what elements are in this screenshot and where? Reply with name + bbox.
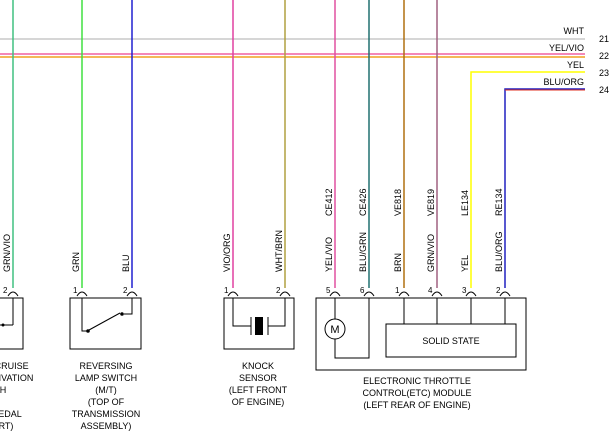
knock-sensor: VIO/ORG WHT/BRN 1 2 KNOCK SENSOR (LEFT F… bbox=[222, 0, 295, 407]
bus-num-2: 23 bbox=[599, 68, 609, 78]
solid-state-box bbox=[385, 323, 517, 358]
etc-caption-1: CONTROL(ETC) MODULE bbox=[362, 388, 471, 398]
knock-connector-2 bbox=[279, 291, 291, 297]
solid-state-label: SOLID STATE bbox=[422, 336, 479, 346]
etc-motor-lead-bottom bbox=[334, 298, 370, 359]
knock-lead-right bbox=[268, 298, 286, 327]
bus-num-3: 24 bbox=[599, 85, 609, 95]
knock-connector-1 bbox=[227, 291, 239, 297]
etc-pin-2: 6 bbox=[360, 286, 365, 295]
etc-connector-4 bbox=[431, 291, 443, 297]
reversing-connector-1 bbox=[76, 291, 88, 297]
bus-num-1: 22 bbox=[599, 51, 609, 61]
bus-line-yel bbox=[470, 71, 585, 288]
bus-num-0: 21 bbox=[599, 34, 609, 44]
knock-wire-label-2: WHT/BRN bbox=[274, 230, 284, 272]
etc-pin-4: 4 bbox=[428, 286, 433, 295]
reversing-wire-label-1: GRN bbox=[71, 252, 81, 272]
etc-pin-3: 1 bbox=[395, 286, 400, 295]
bus-label-2: YEL bbox=[567, 60, 584, 70]
cruise-caption-1: CTIVATION bbox=[0, 373, 33, 383]
knock-lead-left bbox=[232, 298, 251, 327]
cruise-caption-0: L CRUISE bbox=[0, 361, 29, 371]
bus-label-3: BLU/ORG bbox=[543, 77, 584, 87]
reversing-caption-1: LAMP SWITCH bbox=[75, 373, 137, 383]
cruise-caption-5: RT) bbox=[0, 421, 13, 431]
reversing-switch-dot-right bbox=[120, 312, 124, 316]
knock-caption-2: (LEFT FRONT bbox=[229, 385, 288, 395]
reversing-box bbox=[69, 297, 142, 350]
reversing-caption-0: REVERSING bbox=[79, 361, 132, 371]
etc-connector-3 bbox=[398, 291, 410, 297]
reversing-pin-1: 1 bbox=[73, 286, 78, 295]
etc-wire-label-6: BLU/ORG bbox=[494, 231, 504, 272]
reversing-connector-2 bbox=[126, 291, 138, 297]
reversing-pin-2: 2 bbox=[123, 286, 128, 295]
etc-circuit-2: CE426 bbox=[358, 188, 368, 216]
bus-line-blu-org bbox=[504, 88, 585, 288]
reversing-caption-3: (TOP OF bbox=[88, 397, 125, 407]
reversing-switch-right bbox=[124, 298, 133, 315]
etc-circuit-6: RE134 bbox=[494, 188, 504, 216]
etc-box bbox=[315, 297, 527, 371]
etc-circuit-3: VE818 bbox=[393, 189, 403, 216]
reversing-caption-4: TRANSMISSION bbox=[72, 409, 141, 419]
reversing-switch-blade bbox=[88, 312, 121, 331]
knock-box bbox=[223, 297, 295, 350]
cruise-wire-label: GRN/VIO bbox=[2, 234, 12, 272]
etc-wire-label-1: YEL/VIO bbox=[324, 237, 334, 272]
etc-wire-label-2: BLU/GRN bbox=[358, 232, 368, 272]
etc-module: CE412 CE426 VE818 VE819 LE134 RE134 YEL/… bbox=[315, 0, 527, 410]
etc-circuit-4: VE819 bbox=[426, 189, 436, 216]
knock-pin-1: 1 bbox=[224, 286, 229, 295]
cruise-caption-4: EDAL bbox=[0, 409, 22, 419]
reversing-switch-left bbox=[81, 298, 87, 332]
etc-circuit-5: LE134 bbox=[460, 190, 470, 216]
knock-caption-0: KNOCK bbox=[242, 361, 274, 371]
reversing-lamp-switch: GRN BLU 1 2 REVERSING LAMP SWITCH (M/T) … bbox=[69, 0, 142, 431]
etc-wire-label-3: BRN bbox=[393, 253, 403, 272]
etc-pin-5: 3 bbox=[462, 286, 467, 295]
cruise-caption-2: H bbox=[0, 385, 6, 395]
cruise-connector bbox=[7, 291, 19, 297]
cruise-switch: GRN/VIO 2 L CRUISE CTIVATION H EDAL RT) bbox=[0, 0, 33, 431]
cruise-contact-dot bbox=[1, 323, 5, 327]
etc-pin-6: 2 bbox=[496, 286, 501, 295]
etc-circuit-1: CE412 bbox=[324, 188, 334, 216]
reversing-wire-label-2: BLU bbox=[121, 254, 131, 272]
etc-pin-1: 5 bbox=[326, 286, 331, 295]
reversing-caption-5: ASSEMBLY) bbox=[81, 421, 132, 431]
bus-label-1: YEL/VIO bbox=[549, 43, 584, 53]
etc-wire-label-4: GRN/VIO bbox=[426, 234, 436, 272]
bus-label-0: WHT bbox=[564, 26, 585, 36]
knock-caption-1: SENSOR bbox=[239, 373, 278, 383]
knock-crystal bbox=[255, 317, 263, 335]
reversing-caption-2: (M/T) bbox=[95, 385, 117, 395]
etc-caption-2: (LEFT REAR OF ENGINE) bbox=[363, 400, 470, 410]
knock-caption-3: OF ENGINE) bbox=[232, 397, 285, 407]
knock-wire-label-1: VIO/ORG bbox=[222, 233, 232, 272]
reversing-switch-dot-left bbox=[86, 329, 90, 333]
etc-motor-label: M bbox=[330, 324, 339, 336]
etc-connector-2 bbox=[363, 291, 375, 297]
cruise-box bbox=[0, 297, 24, 350]
etc-connector-1 bbox=[329, 291, 341, 297]
etc-wire-label-5: YEL bbox=[460, 255, 470, 272]
bus-lines bbox=[0, 38, 585, 288]
etc-caption-0: ELECTRONIC THROTTLE bbox=[363, 376, 471, 386]
etc-connector-6 bbox=[499, 291, 511, 297]
etc-connector-5 bbox=[465, 291, 477, 297]
cruise-pin: 2 bbox=[3, 286, 8, 295]
knock-pin-2: 2 bbox=[276, 286, 281, 295]
